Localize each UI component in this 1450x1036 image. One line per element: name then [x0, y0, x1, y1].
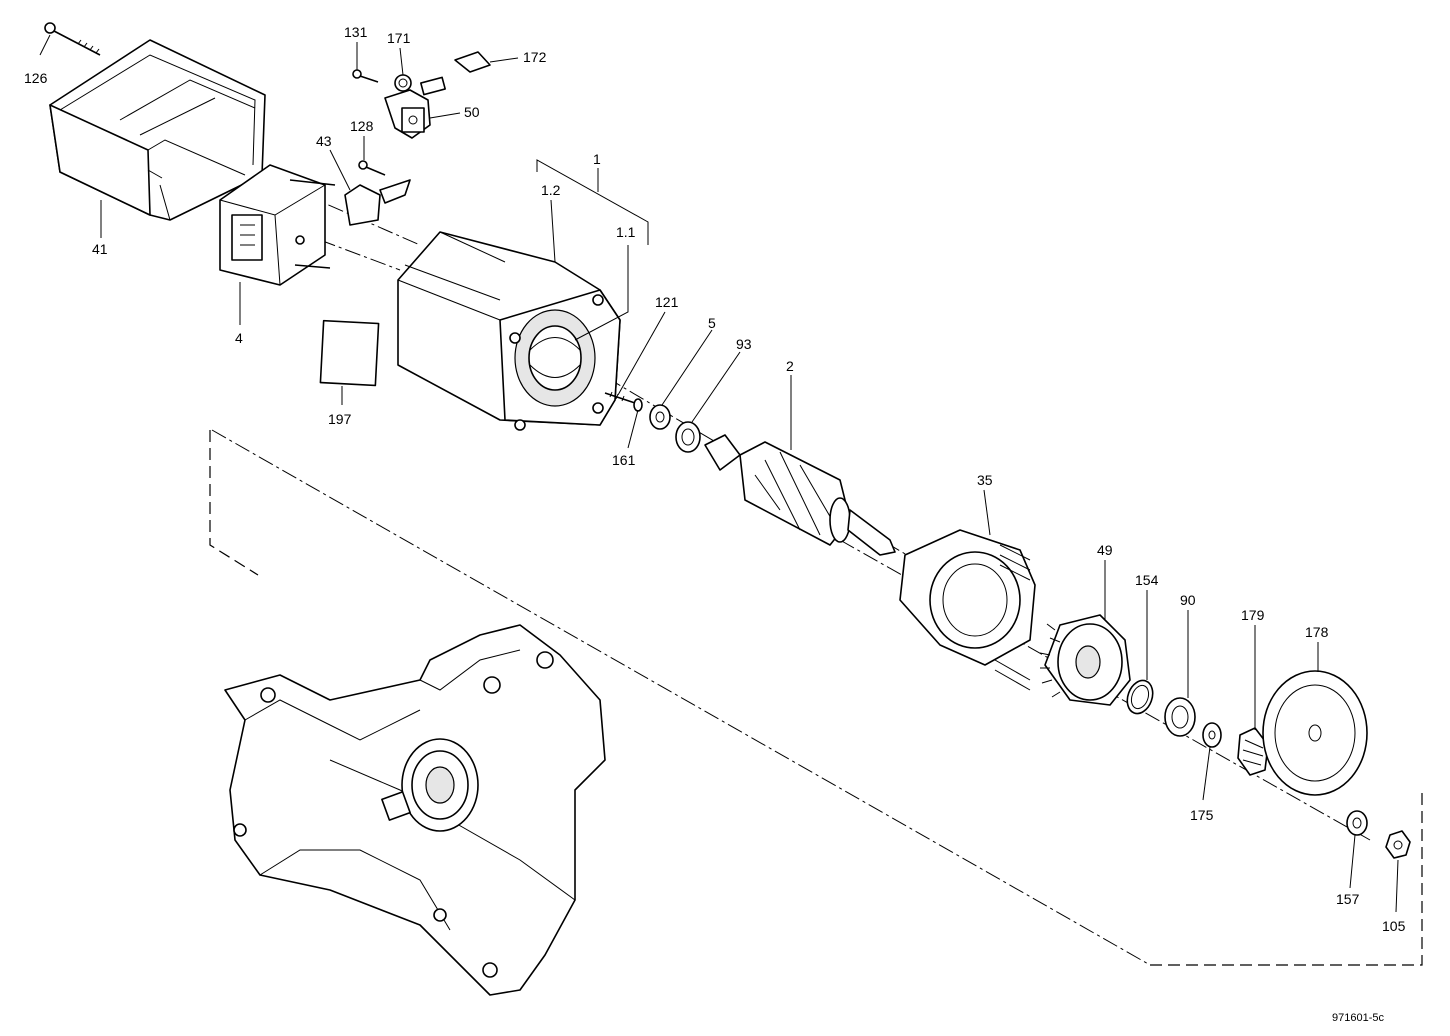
- callout-154: 154: [1135, 572, 1159, 588]
- callout-50: 50: [464, 104, 480, 120]
- part-90-bearing: [1164, 697, 1196, 737]
- part-41-motor-cover: [49, 39, 266, 221]
- part-126-screw: [44, 22, 101, 56]
- part-178-bevel-gear: [1262, 670, 1368, 796]
- part-157-washer: [1346, 810, 1368, 836]
- part-5-bearing: [649, 404, 671, 430]
- part-121-screw: [604, 391, 636, 404]
- callout-178: 178: [1305, 624, 1329, 640]
- callout-128: 128: [350, 118, 374, 134]
- part-172-terminal: [420, 51, 491, 96]
- callout-93: 93: [736, 336, 752, 352]
- drawing-number: 971601-5c: [1332, 1012, 1384, 1024]
- callout-labels: 126 41 131 171 172 50 128 43 4 197 1 1.2…: [24, 24, 1406, 1024]
- part-105-nut: [1385, 830, 1411, 859]
- callout-197: 197: [328, 411, 352, 427]
- part-43-brush-holder: [344, 179, 411, 226]
- part-175-washer: [1202, 722, 1222, 748]
- gear-housing: [224, 624, 606, 996]
- callout-35: 35: [977, 472, 993, 488]
- callout-1-1: 1.1: [616, 224, 636, 240]
- callout-41: 41: [92, 241, 108, 257]
- callout-175: 175: [1190, 807, 1214, 823]
- callout-157: 157: [1336, 891, 1360, 907]
- callout-49: 49: [1097, 542, 1113, 558]
- part-131-screw: [352, 69, 379, 83]
- part-128-screw: [358, 160, 386, 176]
- callout-121: 121: [655, 294, 679, 310]
- part-2-armature: [704, 434, 896, 556]
- part-49-fan: [1039, 614, 1131, 706]
- callout-2: 2: [786, 358, 794, 374]
- part-93-bearing: [675, 421, 701, 453]
- part-1-stator-housing: [397, 231, 621, 431]
- callout-1: 1: [593, 151, 601, 167]
- callout-4: 4: [235, 330, 243, 346]
- callout-179: 179: [1241, 607, 1265, 623]
- callout-171: 171: [387, 30, 411, 46]
- callout-43: 43: [316, 133, 332, 149]
- callout-5: 5: [708, 315, 716, 331]
- callout-90: 90: [1180, 592, 1196, 608]
- part-161-washer: [633, 398, 643, 412]
- part-197-label: [319, 319, 380, 387]
- callout-105: 105: [1382, 918, 1406, 934]
- part-4-switch: [219, 164, 336, 286]
- callout-126: 126: [24, 70, 48, 86]
- part-154-retaining-ring: [1126, 679, 1154, 715]
- part-50-brush-holder: [384, 89, 431, 139]
- part-171-spring: [394, 74, 412, 92]
- leader-lines: [39, 34, 1399, 913]
- callout-172: 172: [523, 49, 547, 65]
- callout-131: 131: [344, 24, 368, 40]
- callout-161: 161: [612, 452, 636, 468]
- part-35-baffle: [899, 529, 1036, 691]
- callout-1-2: 1.2: [541, 182, 561, 198]
